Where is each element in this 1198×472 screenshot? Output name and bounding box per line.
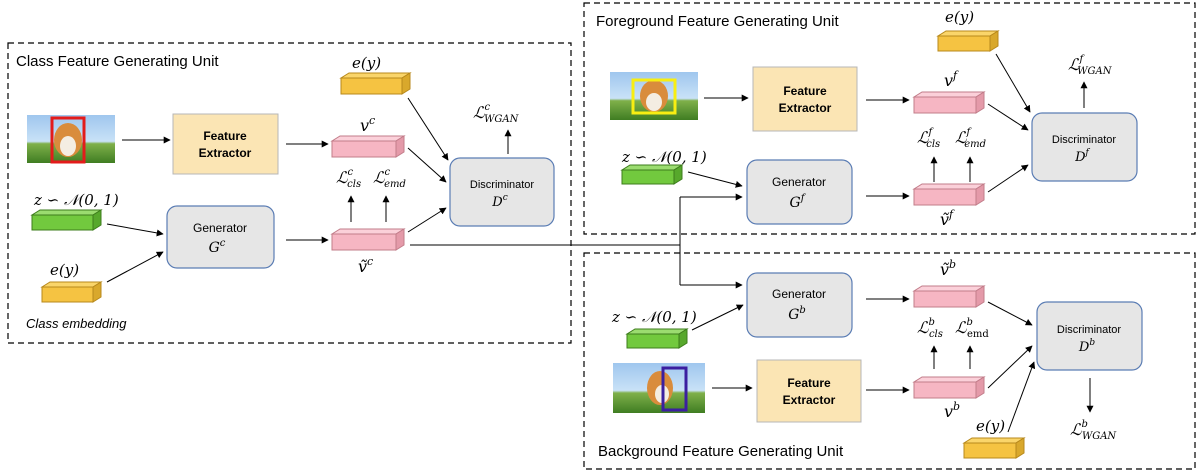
class-gen-feature-label: ṽc <box>358 255 373 276</box>
bg-dog-image <box>613 363 705 413</box>
fg-fe-line1: Feature <box>783 84 827 98</box>
class-real-feature-label: vc <box>360 114 375 135</box>
connector-lines <box>410 193 743 289</box>
fg-generator-name: Generator <box>772 175 826 189</box>
bg-discriminator-symbol: Db <box>1078 338 1095 355</box>
fg-discriminator-symbol: Df <box>1074 148 1090 165</box>
class-embedding-vector-top <box>339 72 412 95</box>
bg-real-feature-vector <box>912 376 986 399</box>
fg-unit-border <box>583 2 1196 235</box>
bg-gen-feature-label: ṽb <box>940 258 956 279</box>
bg-real-feature-label: vb <box>944 400 960 421</box>
class-discriminator-symbol: Dc <box>491 193 507 210</box>
class-embedding-label-top: e(y) <box>352 54 381 72</box>
fg-unit-title: Foreground Feature Generating Unit <box>596 13 839 30</box>
class-bbox <box>50 116 86 164</box>
bg-generator <box>746 272 853 338</box>
class-arrows <box>106 97 512 283</box>
bg-feature-extractor <box>756 359 862 423</box>
bg-generator-symbol: Gb <box>788 305 806 323</box>
bg-arrows <box>691 295 1094 433</box>
bg-noise-label: z ∽ 𝒩(0, 1) <box>611 308 697 326</box>
fg-embedding-vector <box>936 30 1000 52</box>
fg-gen-feature-label: ṽf <box>940 208 955 229</box>
class-discriminator <box>449 157 555 227</box>
class-generator-name: Generator <box>193 221 247 235</box>
class-dog-image <box>27 115 115 164</box>
class-fe-line2: Extractor <box>199 146 252 160</box>
bg-embedding-vector <box>962 437 1026 459</box>
class-real-feature-vector <box>330 135 406 158</box>
fg-noise-label: z ∽ 𝒩(0, 1) <box>621 148 707 166</box>
class-unit-border <box>7 42 572 344</box>
background-feature-unit: Background Feature Generating Unit Gener… <box>583 252 1196 470</box>
class-gen-feature-vector <box>330 228 406 251</box>
fg-arrows <box>687 53 1088 200</box>
fg-generator <box>746 159 853 225</box>
class-embedding-vector-bottom <box>40 281 103 303</box>
fg-gen-feature-vector <box>912 183 986 206</box>
bg-fe-line1: Feature <box>787 376 831 390</box>
bg-bbox <box>661 366 688 412</box>
class-generator <box>166 205 275 269</box>
foreground-feature-unit: Foreground Feature Generating Unit e(y) … <box>583 2 1196 235</box>
class-discriminator-name: Discriminator <box>470 179 535 191</box>
bg-fe-line2: Extractor <box>783 393 836 407</box>
bg-discriminator <box>1036 301 1143 371</box>
fg-bbox <box>631 78 677 115</box>
bg-unit-border <box>583 252 1196 470</box>
fg-real-feature-label: vf <box>944 69 959 90</box>
class-unit-title: Class Feature Generating Unit <box>16 53 219 70</box>
class-feature-extractor <box>172 113 279 175</box>
fg-dog-image <box>610 72 698 120</box>
bg-discriminator-name: Discriminator <box>1057 324 1122 336</box>
bg-generator-name: Generator <box>772 287 826 301</box>
class-noise-vector <box>30 209 103 231</box>
bg-noise-vector <box>625 328 689 349</box>
fg-discriminator-name: Discriminator <box>1052 134 1117 146</box>
fg-feature-extractor <box>752 66 858 132</box>
bg-gen-feature-vector <box>912 285 986 308</box>
fg-fe-line2: Extractor <box>779 101 832 115</box>
bg-embedding-label: e(y) <box>976 417 1005 435</box>
class-fe-line1: Feature <box>203 129 247 143</box>
bg-unit-title: Background Feature Generating Unit <box>598 443 844 460</box>
class-embedding-caption: Class embedding <box>26 316 127 331</box>
class-embedding-label-bottom: e(y) <box>50 261 79 279</box>
class-generator-symbol: Gc <box>209 238 226 256</box>
fg-noise-vector <box>620 164 684 185</box>
fg-generator-symbol: Gf <box>790 193 807 211</box>
fg-embedding-label: e(y) <box>945 8 974 26</box>
fg-real-feature-vector <box>912 91 986 114</box>
fg-discriminator <box>1031 112 1138 182</box>
class-feature-unit: Class Feature Generating Unit e(y) Featu… <box>7 42 572 344</box>
class-noise-label: z ∽ 𝒩(0, 1) <box>33 191 119 209</box>
